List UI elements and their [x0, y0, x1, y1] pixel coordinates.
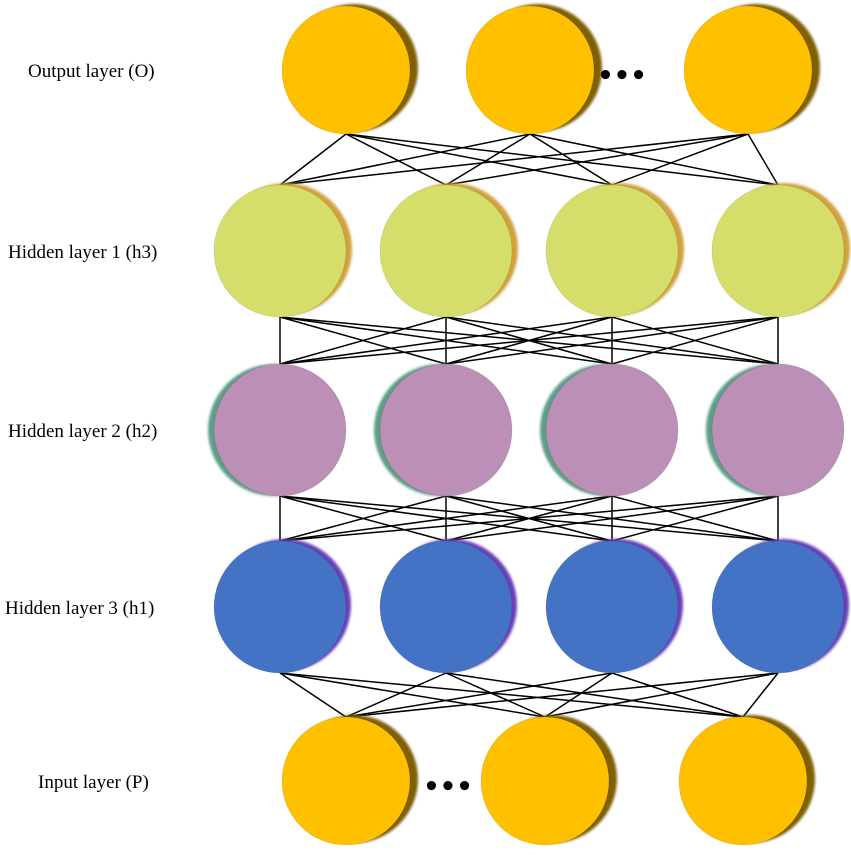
neuron-h2-3	[540, 363, 679, 497]
neuron-output-2	[465, 4, 602, 135]
layer-labels: Output layer (O) Hidden layer 1 (h3) Hidde…	[5, 61, 157, 793]
edge-output-0-to-h3-3	[345, 133, 779, 186]
edge-h1-2-to-input-0	[345, 672, 613, 718]
edge-h1-3-to-input-0	[345, 672, 779, 718]
edge-h1-3-to-input-2	[742, 672, 779, 718]
edge-h3-1-to-h2-0	[279, 316, 447, 365]
edge-output-1-to-h3-0	[279, 133, 531, 186]
edge-output-1-to-h3-1	[445, 133, 531, 186]
layer-label-h1: Hidden layer 3 (h1)	[5, 598, 154, 619]
edge-output-0-to-h3-1	[345, 133, 447, 186]
edge-h1-1-to-input-2	[445, 672, 744, 718]
neuron-h1-2	[379, 539, 517, 674]
neurons: ••• •••	[208, 4, 850, 846]
edge-h1-1-to-input-1	[445, 672, 546, 718]
neuron-output-3	[683, 4, 820, 135]
edge-h2-3-to-h1-2	[611, 495, 779, 542]
neuron-input-3	[678, 715, 815, 846]
neuron-h2-4	[706, 363, 845, 497]
edge-h1-0-to-input-1	[279, 672, 546, 718]
edge-h1-2-to-input-1	[544, 672, 613, 718]
edge-output-1-to-h3-3	[529, 133, 779, 186]
edge-output-2-to-h3-0	[279, 133, 749, 186]
edge-h1-1-to-input-0	[345, 672, 447, 718]
neuron-h3-4	[711, 183, 850, 318]
neuron-h3-1	[213, 183, 352, 318]
layer-label-h3: Hidden layer 1 (h3)	[8, 242, 157, 263]
layer-label-output: Output layer (O)	[28, 61, 155, 82]
edge-h3-3-to-h2-0	[279, 316, 779, 365]
edge-h1-2-to-input-2	[611, 672, 744, 718]
edge-output-2-to-h3-2	[611, 133, 749, 186]
edge-h2-2-to-h1-0	[279, 495, 613, 542]
edge-h2-3-to-h1-0	[279, 495, 779, 542]
layer-label-input: Input layer (P)	[38, 772, 149, 793]
edge-h2-3-to-h1-1	[445, 495, 779, 542]
neuron-h3-2	[379, 183, 518, 318]
edge-h3-2-to-h2-0	[279, 316, 613, 365]
neuron-h3-3	[545, 183, 684, 318]
edge-h3-3-to-h2-1	[445, 316, 779, 365]
neuron-h1-1	[213, 539, 351, 674]
ellipsis-output: •••	[597, 61, 647, 91]
neuron-h2-2	[374, 363, 513, 497]
edge-h1-0-to-input-0	[279, 672, 347, 718]
edge-h1-3-to-input-1	[544, 672, 779, 718]
edge-h1-0-to-input-2	[279, 672, 744, 718]
edge-output-0-to-h3-0	[279, 133, 347, 186]
edge-output-1-to-h3-2	[529, 133, 613, 186]
edge-output-2-to-h3-3	[747, 133, 779, 186]
neuron-h2-1	[208, 363, 347, 497]
edge-h3-3-to-h2-2	[611, 316, 779, 365]
layer-label-h2: Hidden layer 2 (h2)	[8, 421, 157, 442]
ellipsis-input: •••	[423, 772, 473, 802]
edge-h2-1-to-h1-0	[279, 495, 447, 542]
connections	[279, 133, 779, 718]
neuron-h1-3	[545, 539, 683, 674]
edge-output-2-to-h3-1	[445, 133, 749, 186]
edge-output-0-to-h3-2	[345, 133, 613, 186]
neuron-input-1	[281, 715, 418, 846]
neuron-h1-4	[711, 539, 849, 674]
neuron-output-1	[281, 4, 418, 135]
neuron-input-2	[480, 715, 617, 846]
